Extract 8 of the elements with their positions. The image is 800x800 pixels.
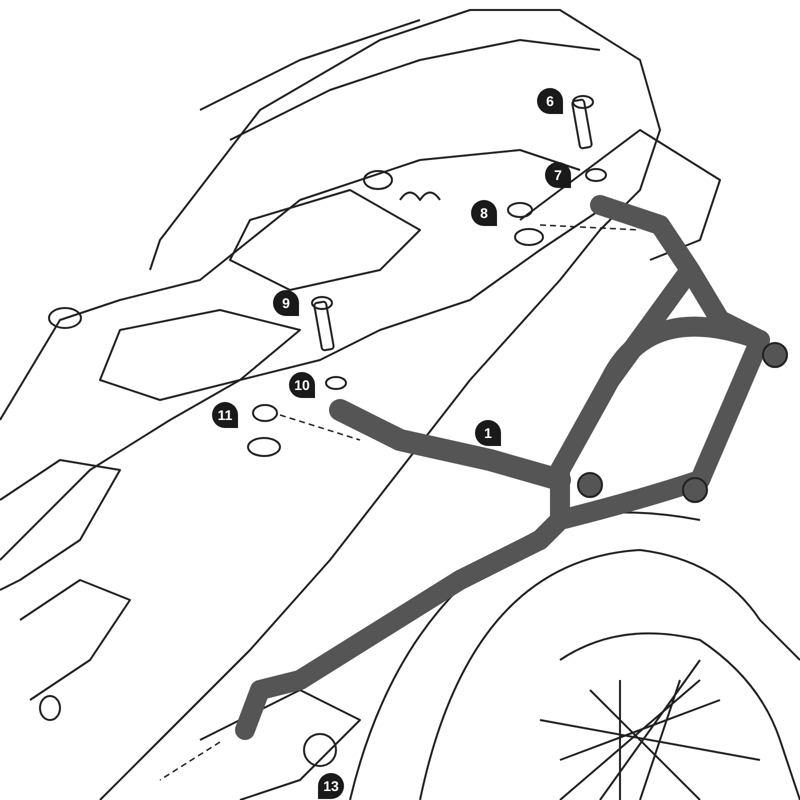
callout-number: 7 xyxy=(545,162,571,188)
callout-number: 11 xyxy=(212,402,238,428)
callout-number: 9 xyxy=(273,290,299,316)
callout-number: 13 xyxy=(318,773,344,799)
callout-number: 8 xyxy=(471,200,497,226)
callout-number: 6 xyxy=(537,88,563,114)
callout-number: 1 xyxy=(475,420,501,446)
callout-number: 10 xyxy=(289,372,315,398)
